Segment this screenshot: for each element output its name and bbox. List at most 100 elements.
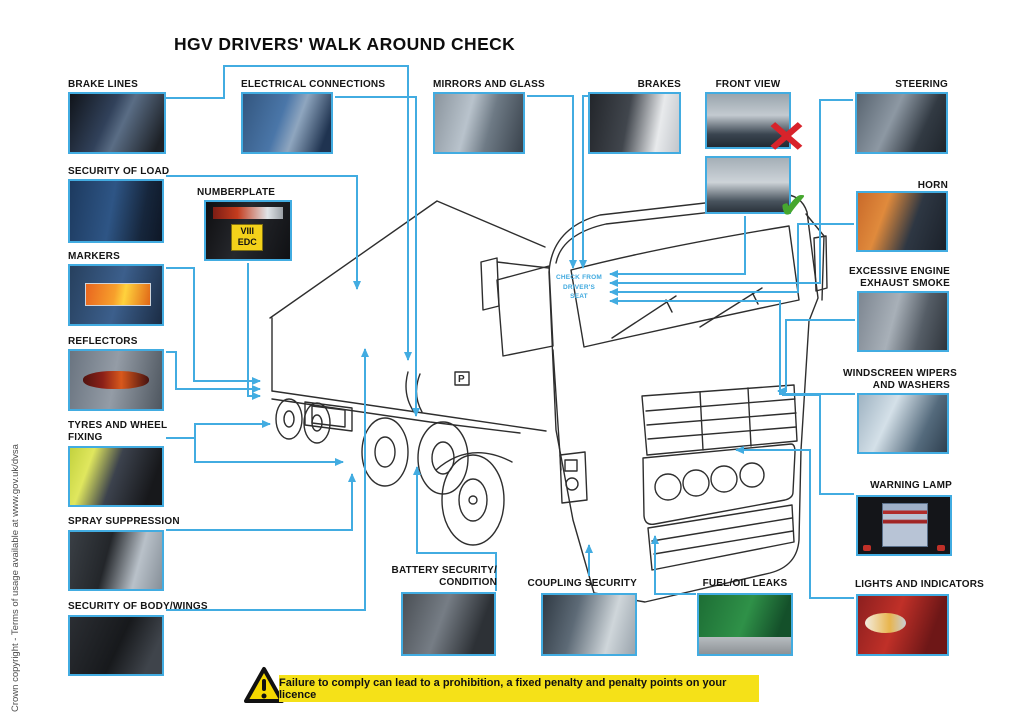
label-smoke-line2: EXHAUST SMOKE xyxy=(860,278,950,289)
photo-reflectors xyxy=(68,349,164,411)
trailer-underrun-box xyxy=(304,401,353,432)
connector-electrical-connections xyxy=(335,96,420,417)
p-plate xyxy=(454,371,470,386)
connector-tyres-1 xyxy=(166,420,271,439)
numberplate-plate: VIII EDC xyxy=(231,223,264,251)
label-smoke-line1: EXCESSIVE ENGINE xyxy=(848,266,950,277)
p-plate-letter: P xyxy=(458,374,465,385)
label-tyres-and-wheel-fixing: TYRES AND WHEEL FIXING xyxy=(68,420,167,444)
label-security-of-body-wings: SECURITY OF BODY/WINGS xyxy=(68,601,208,612)
penalty-banner-text: Failure to comply can lead to a prohibit… xyxy=(279,676,727,701)
connector-horn xyxy=(609,223,854,296)
photo-front-view-clear xyxy=(705,156,791,214)
bumper xyxy=(647,504,795,571)
dash-lamp-left xyxy=(862,544,871,551)
plate-line1: VIII xyxy=(240,226,255,237)
label-security-of-load: SECURITY OF LOAD xyxy=(68,166,170,177)
label-spray-suppression: SPRAY SUPPRESSION xyxy=(68,516,180,527)
plate-line2: EDC xyxy=(237,237,257,248)
tail-lamps xyxy=(212,206,284,220)
bull-bar xyxy=(642,443,796,526)
label-front-view: FRONT VIEW xyxy=(715,79,781,90)
label-fuel-oil-leaks: FUEL/OIL LEAKS xyxy=(702,578,788,589)
label-reflectors: REFLECTORS xyxy=(68,336,138,347)
side-panel xyxy=(559,451,588,504)
connector-front-view xyxy=(609,216,746,278)
label-steering: STEERING xyxy=(895,79,948,90)
reflector-lamp xyxy=(82,370,150,390)
label-mirrors-and-glass: MIRRORS AND GLASS xyxy=(433,79,545,90)
trailer-bottom-rail-2 xyxy=(271,398,521,434)
connector-fuel-oil xyxy=(651,535,696,595)
penalty-banner: Failure to comply can lead to a prohibit… xyxy=(279,675,759,702)
connector-mirrors xyxy=(527,95,577,269)
label-numberplate: NUMBERPLATE xyxy=(197,187,276,198)
wipers xyxy=(611,287,763,339)
photo-mirrors-and-glass xyxy=(433,92,525,154)
photo-warning-lamp xyxy=(856,495,952,556)
label-markers: MARKERS xyxy=(68,251,120,262)
connector-warning-lamp xyxy=(782,394,854,495)
photo-lights-and-indicators xyxy=(856,594,949,656)
photo-spray-suppression xyxy=(68,530,164,591)
photo-front-view-blocked xyxy=(705,92,791,149)
marker-board xyxy=(84,283,152,307)
connector-lights xyxy=(735,446,854,599)
ground xyxy=(699,637,791,654)
photo-markers xyxy=(68,264,164,326)
label-windscreen-wipers-and-washers: WINDSCREEN WIPERS AND WASHERS xyxy=(843,368,957,392)
dashboard-screen xyxy=(881,502,929,547)
headlight xyxy=(865,613,907,634)
label-battery-security-condition: BATTERY SECURITY/ CONDITION xyxy=(386,565,497,589)
photo-electrical-connections xyxy=(241,92,333,154)
left-mirror xyxy=(480,257,500,311)
label-tyres-line1: TYRES AND WHEEL xyxy=(68,420,168,431)
label-wipers-line2: AND WASHERS xyxy=(872,380,950,391)
connector-tyres-2 xyxy=(194,438,344,466)
photo-battery xyxy=(401,592,496,656)
side-window xyxy=(496,265,554,357)
label-electrical-connections: ELECTRICAL CONNECTIONS xyxy=(241,79,386,90)
connector-security-of-body-wings xyxy=(166,348,369,611)
susie-lines xyxy=(405,371,423,413)
photo-fuel-oil-leaks xyxy=(697,593,793,656)
connector-wipers xyxy=(609,297,855,395)
photo-horn xyxy=(856,191,948,252)
dash-lamp-right xyxy=(937,544,946,551)
connector-numberplate xyxy=(247,263,261,400)
copyright-vertical-text: Crown copyright - Terms of usage availab… xyxy=(10,444,21,712)
label-brakes: BRAKES xyxy=(637,79,681,90)
connector-markers xyxy=(166,267,261,385)
page-title: HGV DRIVERS' WALK AROUND CHECK xyxy=(174,34,516,54)
right-mirror xyxy=(813,235,828,292)
connector-reflectors xyxy=(166,351,261,393)
warning-triangle-icon xyxy=(244,667,284,703)
label-tyres-line2: FIXING xyxy=(68,432,103,443)
wheel-arch xyxy=(435,452,513,471)
label-battery-line1: BATTERY SECURITY/ xyxy=(391,565,497,576)
photo-wipers xyxy=(857,393,949,454)
trailer-bottom-rail xyxy=(271,390,547,432)
photo-brake-lines xyxy=(68,92,166,154)
door-seam xyxy=(552,349,562,471)
photo-security-of-body-wings xyxy=(68,615,164,676)
grille xyxy=(641,384,798,456)
label-warning-lamp: WARNING LAMP xyxy=(870,480,952,491)
label-coupling-security: COUPLING SECURITY xyxy=(527,578,637,589)
note-line2: DRIVER'S xyxy=(562,283,596,291)
note-line3: SEAT xyxy=(570,293,588,300)
label-brake-lines: BRAKE LINES xyxy=(68,79,138,90)
photo-steering xyxy=(855,92,948,154)
label-excessive-engine-exhaust-smoke: EXCESSIVE ENGINE EXHAUST SMOKE xyxy=(844,266,950,290)
photo-exhaust-smoke xyxy=(857,291,949,352)
right-mirror-arm xyxy=(805,213,825,301)
cab-body xyxy=(548,193,819,603)
label-wipers-line1: WINDSCREEN WIPERS xyxy=(843,368,957,379)
photo-numberplate: VIII EDC xyxy=(204,200,292,261)
label-lights-and-indicators: LIGHTS AND INDICATORS xyxy=(855,579,985,590)
photo-tyres-and-wheel-fixing xyxy=(68,446,164,507)
label-horn: HORN xyxy=(917,180,948,191)
photo-security-of-load xyxy=(68,179,164,243)
connector-spray-suppression xyxy=(166,473,356,531)
